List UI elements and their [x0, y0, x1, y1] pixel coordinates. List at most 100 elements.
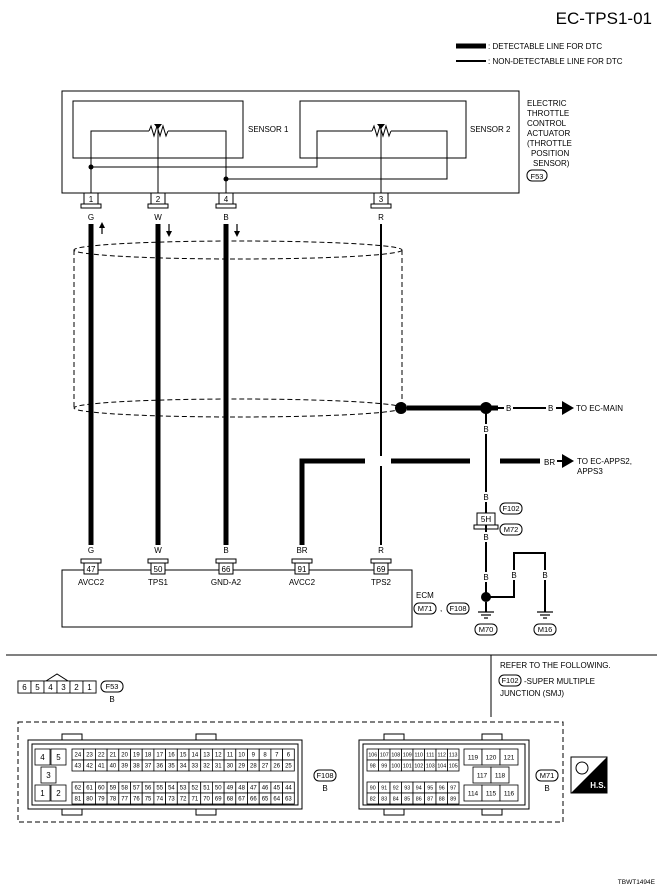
f108-pin-22: 22 [98, 753, 105, 759]
f108-pin-25-cell [282, 759, 295, 772]
f108-pin-72: 72 [180, 797, 187, 803]
f53-pin-2: 2 [74, 683, 79, 692]
f108-pin-8: 8 [263, 753, 267, 759]
f108-pin-59: 59 [110, 786, 117, 792]
ecm-pin-47: 47 [87, 565, 96, 574]
m71-pin-121-cell [499, 748, 519, 766]
f108-pin-23: 23 [86, 753, 93, 759]
f108-pin-36: 36 [156, 764, 163, 770]
m71-pin-105-cell [447, 759, 460, 772]
f108-pin-2-cell [50, 784, 67, 802]
wire-color-b-drop-2: B [483, 493, 488, 502]
m71-pin-112: 112 [438, 752, 446, 758]
ecm-connector-f108[interactable]: F108 [449, 604, 466, 613]
refer-connector[interactable]: F102 [501, 676, 518, 685]
f108-pin-51: 51 [203, 786, 210, 792]
f108-pin-68: 68 [227, 797, 234, 803]
f108-pin-61: 61 [86, 786, 93, 792]
to-ec-main-label[interactable]: TO EC-MAIN [576, 404, 623, 413]
f108-pin-11: 11 [227, 753, 234, 759]
page-title: EC-TPS1-01 [556, 9, 652, 28]
f108-pin-2: 2 [56, 789, 61, 798]
wire-color-r-top: R [378, 213, 384, 222]
f108-pin-15: 15 [180, 753, 187, 759]
m71-pin-86: 86 [416, 796, 422, 802]
m71-pin-118: 118 [495, 772, 506, 779]
f108-pin-19: 19 [133, 753, 140, 759]
m71-pin-102: 102 [414, 763, 423, 769]
m71-pin-94: 94 [416, 785, 422, 791]
f53-face-color: B [109, 695, 114, 704]
f108-pin-31: 31 [215, 764, 222, 770]
f108-pin-1: 1 [40, 789, 45, 798]
f108-pin-65: 65 [262, 797, 269, 803]
wire-color-b-drop-3: B [483, 533, 488, 542]
m71-pin-111: 111 [426, 752, 434, 758]
ground-m70[interactable]: M70 [479, 625, 494, 634]
f108-pin-73: 73 [168, 797, 175, 803]
wire-color-g-ecm: G [88, 546, 94, 555]
m71-pin-110: 110 [415, 752, 423, 758]
joint-connector-m72[interactable]: M72 [504, 525, 519, 534]
to-ec-apps3-label[interactable]: APPS3 [577, 467, 603, 476]
m71-pin-113: 113 [449, 752, 457, 758]
to-ec-apps2-label[interactable]: TO EC-APPS2, [577, 457, 632, 466]
legend: : DETECTABLE LINE FOR DTC : NON-DETECTAB… [456, 42, 623, 66]
m71-pin-117: 117 [477, 772, 488, 779]
ecm-label: ECM [416, 591, 434, 600]
f108-pin-4: 4 [40, 753, 45, 762]
m71-pin-120: 120 [486, 754, 497, 761]
f108-pin-20: 20 [121, 753, 128, 759]
f108-pin-16: 16 [168, 753, 175, 759]
f108-pin-52: 52 [192, 786, 199, 792]
ecm-connector-m71[interactable]: M71 [418, 604, 433, 613]
m71-pin-89: 89 [450, 796, 456, 802]
m71-pin-95: 95 [427, 785, 433, 791]
f108-pin-37: 37 [145, 764, 152, 770]
f108-pin-45: 45 [273, 786, 280, 792]
actuator-name-line-2: THROTTLE [527, 109, 569, 118]
f108-pin-63-cell [282, 792, 295, 805]
f108-pin-64: 64 [273, 797, 280, 803]
wire-color-b-top: B [223, 213, 228, 222]
m71-pin-92: 92 [393, 785, 399, 791]
f108-pin-6: 6 [287, 753, 291, 759]
f108-pin-14: 14 [192, 753, 199, 759]
wire-color-g-top: G [88, 213, 94, 222]
m71-pin-116: 116 [504, 790, 515, 797]
ecm-pin-91: 91 [298, 565, 307, 574]
f108-pin-17: 17 [156, 753, 163, 759]
shield-ground-wire: B B B TO EC-MAIN [395, 401, 623, 415]
f108-pin-3-cell [40, 766, 57, 784]
joint-connector-f102[interactable]: F102 [502, 504, 519, 513]
ecm-terminal-tps2: TPS2 [371, 578, 392, 587]
m71-face-label[interactable]: M71 [540, 771, 555, 780]
shield-line [73, 240, 403, 418]
actuator-pin-1: 1 [89, 195, 94, 204]
ecm-terminal-tps1: TPS1 [148, 578, 169, 587]
footer-code: TBWT1494E [618, 879, 656, 886]
f108-face-label[interactable]: F108 [316, 771, 333, 780]
f53-pin-1: 1 [87, 683, 92, 692]
wire-color-w-ecm: W [154, 546, 162, 555]
ecm-pin-66: 66 [222, 565, 231, 574]
f108-face-color: B [322, 784, 327, 793]
sensor1-label: SENSOR 1 [248, 125, 289, 134]
f53-face-label[interactable]: F53 [106, 682, 119, 691]
f108-pin-5-cell [50, 748, 67, 766]
f53-pin-6: 6 [22, 683, 27, 692]
m71-pin-93: 93 [404, 785, 410, 791]
actuator-name-line-6: POSITION [531, 149, 569, 158]
f108-pin-70: 70 [203, 797, 210, 803]
f108-pin-54: 54 [168, 786, 175, 792]
m71-pin-105: 105 [449, 763, 458, 769]
m71-pin-96: 96 [439, 785, 445, 791]
f108-pin-3: 3 [46, 771, 51, 780]
ground-m16[interactable]: M16 [538, 625, 553, 634]
hs-badge-icon: H.S. [570, 756, 608, 794]
f108-pin-38: 38 [133, 764, 140, 770]
legend-nondetectable-label: : NON-DETECTABLE LINE FOR DTC [488, 57, 623, 66]
m71-pin-85: 85 [404, 796, 410, 802]
